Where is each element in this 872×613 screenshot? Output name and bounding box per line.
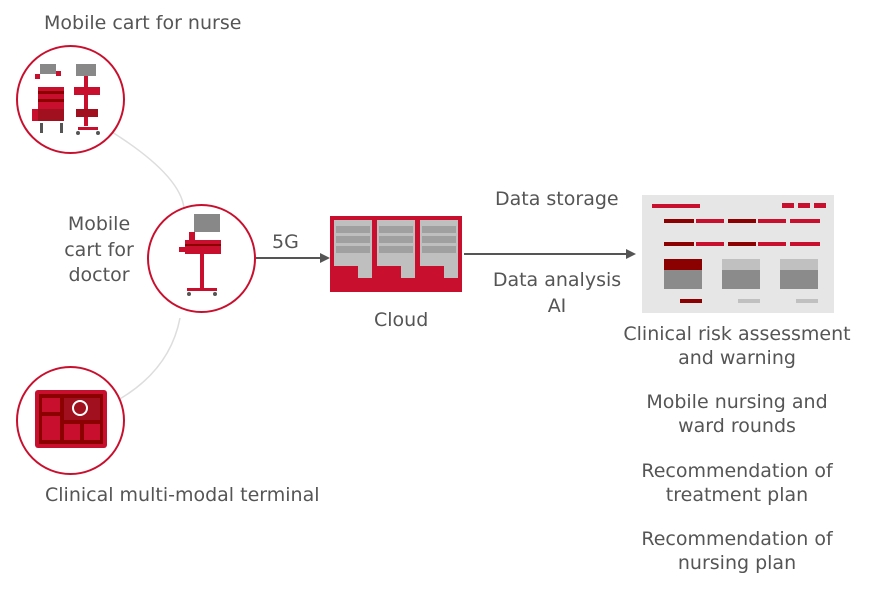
server-rack-icon — [330, 216, 462, 292]
storage-label: Data storage — [495, 188, 619, 210]
cloud-label: Cloud — [374, 309, 429, 331]
terminal-label: Clinical multi-modal terminal — [45, 484, 320, 506]
dashboard-icon — [642, 195, 834, 313]
tablet-terminal-icon — [16, 366, 125, 475]
use-case-item: Clinical risk assessment and warning — [623, 323, 851, 370]
use-case-item: Recommendation of nursing plan — [641, 527, 833, 574]
use-case-item: Mobile nursing and ward rounds — [646, 391, 828, 438]
use-case-item: Recommendation of treatment plan — [641, 459, 833, 506]
connector-nurse-to-doctor — [111, 131, 185, 209]
connector-doctor-to-terminal — [117, 317, 181, 401]
network-label: 5G — [272, 231, 299, 253]
doctor-cart-icon — [147, 204, 256, 313]
doctor-cart-label: Mobile cart for doctor — [64, 213, 134, 287]
use-case-list: Clinical risk assessment and warning Mob… — [598, 322, 872, 595]
analysis-label: Data analysis AI — [492, 269, 622, 317]
arrow-5g-head — [320, 253, 330, 263]
arrow-cloud-to-dashboard-head — [626, 249, 636, 259]
nurse-cart-label: Mobile cart for nurse — [44, 12, 242, 34]
nurse-cart-icon — [16, 45, 125, 154]
